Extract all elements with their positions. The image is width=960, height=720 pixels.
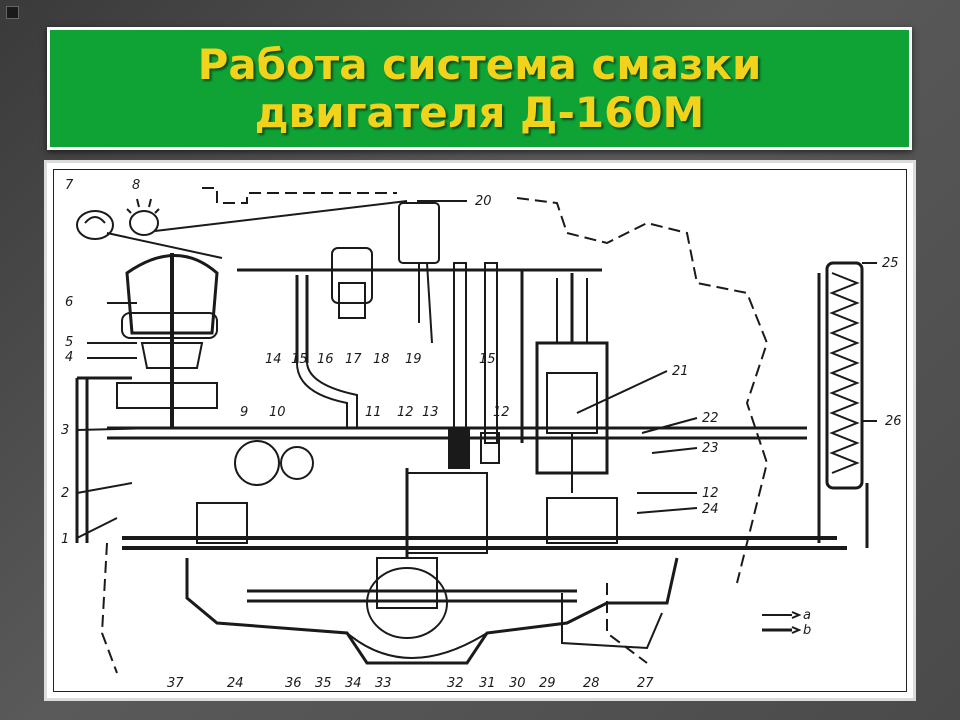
slide-title-line-2: двигателя Д-160М [254, 87, 705, 137]
callout-19: 19 [405, 352, 422, 367]
warning-lamp-icon [129, 210, 159, 236]
callout-23: 23 [702, 441, 719, 456]
callout-24: 24 [702, 502, 719, 517]
callout-12: 12 [397, 405, 414, 420]
callout-35: 35 [315, 676, 332, 691]
callout-27: 27 [637, 676, 654, 691]
callout-2: 2 [61, 486, 69, 501]
callout-26: 26 [885, 414, 902, 429]
callout-24b: 24 [227, 676, 244, 691]
diagram-frame: 7 8 6 5 4 3 2 1 9 10 11 12 13 12 14 15 1… [44, 160, 916, 701]
callout-15: 15 [291, 352, 308, 367]
callout-30: 30 [509, 676, 526, 691]
slide-title-line-1: Работа система смазки [197, 39, 762, 89]
callout-16: 16 [317, 352, 334, 367]
engine-lubrication-diagram: 7 8 6 5 4 3 2 1 9 10 11 12 13 12 14 15 1… [61, 178, 902, 691]
callout-14: 14 [265, 352, 282, 367]
callout-31: 31 [479, 676, 496, 691]
callout-13: 13 [422, 405, 439, 420]
callout-10: 10 [269, 405, 286, 420]
callout-8: 8 [132, 178, 140, 193]
callout-25: 25 [882, 256, 899, 271]
callout-37: 37 [167, 676, 184, 691]
callout-33: 33 [375, 676, 392, 691]
oil-pressure-gauge-icon [76, 210, 114, 240]
callout-28: 28 [583, 676, 600, 691]
callout-32: 32 [447, 676, 464, 691]
callout-34: 34 [345, 676, 362, 691]
callout-11: 11 [365, 405, 382, 420]
callout-17: 17 [345, 352, 362, 367]
slide-corner-marker [6, 6, 19, 19]
title-banner: Работа система смазки двигателя Д-160М [47, 27, 912, 150]
callout-20: 20 [475, 194, 492, 209]
callout-18: 18 [373, 352, 390, 367]
callout-15b: 15 [479, 352, 496, 367]
callout-12c: 12 [702, 486, 719, 501]
callout-4: 4 [65, 350, 73, 365]
callout-1: 1 [61, 532, 69, 547]
callout-12b: 12 [493, 405, 510, 420]
callout-36: 36 [285, 676, 302, 691]
diagram-border [53, 169, 907, 692]
legend-a: a [803, 608, 811, 623]
callout-22: 22 [702, 411, 719, 426]
callout-6: 6 [65, 295, 73, 310]
callout-21: 21 [672, 364, 689, 379]
callout-7: 7 [65, 178, 74, 193]
callout-5: 5 [65, 335, 73, 350]
callout-9: 9 [240, 405, 248, 420]
callout-29: 29 [539, 676, 556, 691]
legend-b: b [803, 623, 811, 638]
callout-3: 3 [61, 423, 69, 438]
